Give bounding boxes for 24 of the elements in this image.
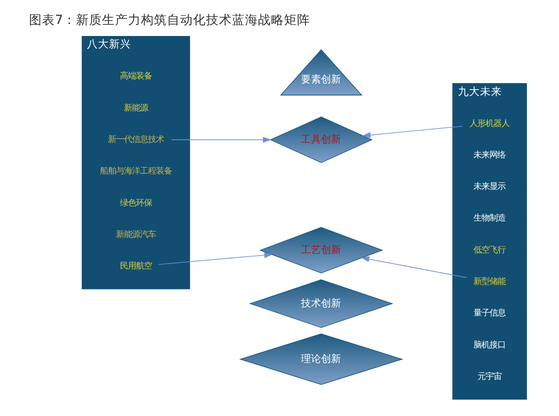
node-text: 新一代信息技术 bbox=[108, 134, 164, 144]
arrow bbox=[360, 256, 468, 278]
diagram-title: 图表7：新质生产力构筑自动化技术蓝海战略矩阵 bbox=[29, 12, 310, 28]
node-text: 新能源 bbox=[124, 102, 148, 112]
arrow bbox=[158, 252, 273, 265]
node-text: 未来显示 bbox=[474, 181, 506, 192]
node-text: 元宇宙 bbox=[478, 370, 502, 381]
node-diamond: 工艺创新 bbox=[259, 226, 384, 274]
node-text: 人形机器人 bbox=[470, 118, 510, 128]
node-diamond: 理论创新 bbox=[239, 334, 404, 385]
node-text: 脑机接口 bbox=[474, 339, 506, 350]
node-text: 未来网络 bbox=[474, 149, 506, 160]
node-text: 船舶与海洋工程装备 bbox=[100, 166, 172, 176]
node-text: 绿色环保 bbox=[120, 197, 152, 208]
node-text: 生物制造 bbox=[474, 212, 506, 223]
arrow bbox=[171, 136, 272, 143]
node-text: 高端装备 bbox=[120, 70, 152, 81]
node-text: 民用航空 bbox=[120, 260, 152, 271]
arrow bbox=[362, 126, 463, 138]
node-text: 新型储能 bbox=[474, 276, 506, 286]
node-text: 低空飞行 bbox=[474, 244, 506, 254]
node-diamond: 技术创新 bbox=[249, 279, 394, 328]
node-text: 量子信息 bbox=[474, 308, 506, 318]
node-text: 新能源汽车 bbox=[116, 228, 156, 239]
